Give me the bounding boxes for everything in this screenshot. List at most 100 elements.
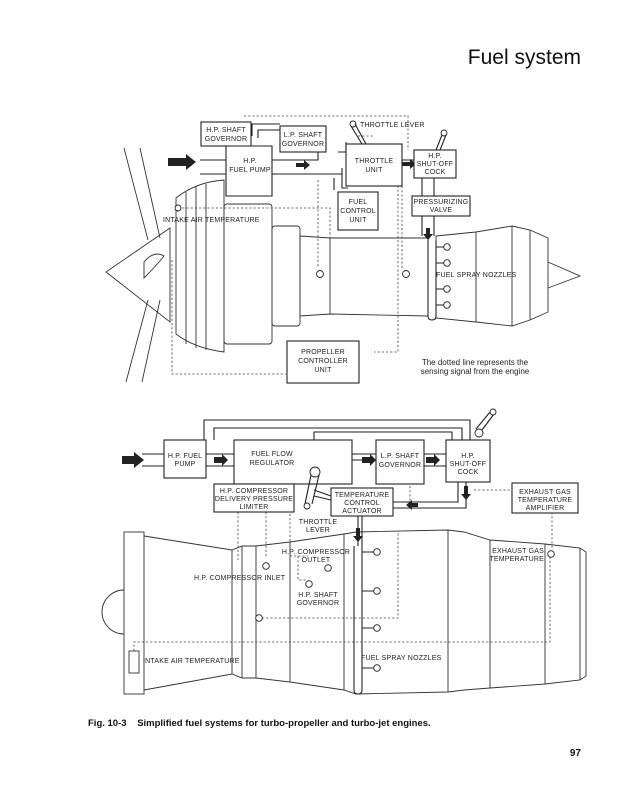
fuel-flow-regulator-label-1: FUEL FLOW (251, 451, 293, 458)
shut-off-cock-lever-icon (435, 129, 448, 151)
flow-arrow (402, 159, 416, 169)
temperature-control-actuator-box: TEMPERATURE CONTROL ACTUATOR (330, 487, 394, 517)
fuel-spray-nozzles-label: FUEL SPRAY NOZZLES (436, 272, 517, 279)
turboprop-engine-outline (105, 147, 582, 383)
flow-arrow (214, 454, 228, 466)
hp-compressor-outlet-sensor (324, 564, 332, 572)
tj-egt-label-1: EXHAUST GAS (492, 548, 544, 555)
throttle-unit-box: THROTTLE UNIT (345, 143, 403, 187)
turboprop-diagram: H.P. SHAFT GOVERNOR L.P. SHAFT GOVERNOR … (105, 115, 582, 384)
pressurizing-valve-label-1: PRESSURIZING (414, 199, 469, 206)
tj-throttle-lever-label-2: LEVER (306, 527, 330, 534)
intake-air-temperature-sensor (174, 204, 182, 212)
fuel-control-unit-label-3: UNIT (349, 217, 367, 224)
tj-hp-shut-off-cock-box: H.P. SHUT-OFF COCK (445, 439, 491, 483)
hp-cdp-limiter-label-3: LIMITER (239, 504, 268, 511)
sensor-point (402, 270, 410, 278)
turboprop-sensing-lines (171, 115, 409, 375)
pressurizing-valve-label-2: VALVE (430, 207, 453, 214)
flow-arrow (423, 228, 433, 240)
tca-label-3: ACTUATOR (342, 508, 381, 515)
tj-hp-fuel-pump-label-2: PUMP (174, 461, 195, 468)
hp-compressor-outlet-label-1: H.P. COMPRESSOR (282, 549, 350, 556)
sensing-note-line-2: sensing signal from the engine (421, 367, 530, 376)
hp-fuel-pump-label-1: H.P. (243, 158, 257, 165)
lp-shaft-governor-label-1: L.P. SHAFT (284, 132, 323, 139)
fuel-control-unit-box: FUEL CONTROL UNIT (337, 191, 379, 231)
tj-lp-shaft-governor-label-1: L.P. SHAFT (381, 453, 420, 460)
egt-amplifier-label-1: EXHAUST GAS (519, 489, 571, 496)
egt-amplifier-label-3: AMPLIFIER (526, 505, 565, 512)
sensor-point (255, 614, 263, 622)
tj-intake-air-temperature-label: INTAKE AIR TEMPERATURE (143, 658, 240, 665)
hp-cdp-limiter-label-2: DELIVERY PRESSURE (215, 496, 293, 503)
tj-hp-fuel-pump-label-1: H.P. FUEL (168, 453, 202, 460)
fuel-flow-regulator-label-2: REGULATOR (250, 460, 295, 467)
hp-cdp-limiter-label-1: H.P. COMPRESSOR (220, 488, 288, 495)
propeller-controller-unit-box: PROPELLER CONTROLLER UNIT (286, 340, 360, 384)
pressurizing-valve-box: PRESSURIZING VALVE (411, 195, 471, 217)
egt-amplifier-label-2: TEMPERATURE (518, 497, 573, 504)
hp-shut-off-cock-label-1: H.P. (428, 153, 442, 160)
throttle-unit-label-2: UNIT (365, 167, 383, 174)
hp-compressor-outlet-label-2: OUTLET (302, 557, 331, 564)
tj-hp-shut-off-cock-label-2: SHUT-OFF (450, 461, 487, 468)
hp-compressor-delivery-pressure-limiter-box: H.P. COMPRESSOR DELIVERY PRESSURE LIMITE… (213, 483, 295, 513)
lp-shaft-governor-box: L.P. SHAFT GOVERNOR (279, 125, 327, 153)
sensing-note-line-1: The dotted line represents the (422, 358, 529, 367)
propeller-controller-unit-label-2: CONTROLLER (298, 358, 348, 365)
figure-caption: Fig. 10-3 Simplified fuel systems for tu… (88, 718, 431, 729)
tj-lp-shaft-governor-box: L.P. SHAFT GOVERNOR (375, 439, 425, 485)
hp-shut-off-cock-label-3: COCK (424, 169, 445, 176)
hp-shut-off-cock-box: H.P. SHUT-OFF COCK (413, 149, 457, 179)
tj-egt-label-2: TEMPERATURE (489, 556, 544, 563)
hp-compressor-inlet-sensor (262, 562, 270, 570)
fuel-control-unit-label-2: CONTROL (340, 208, 376, 215)
fuel-control-unit-label-1: FUEL (349, 199, 368, 206)
sensor-point (316, 270, 324, 278)
throttle-unit-label-1: THROTTLE (355, 158, 394, 165)
hp-shaft-governor-box: H.P. SHAFT GOVERNOR (200, 121, 252, 147)
tj-shut-off-cock-lever-icon (474, 408, 497, 438)
hp-compressor-inlet-label: H.P. COMPRESSOR INLET (194, 575, 286, 582)
propeller-controller-unit-label-3: UNIT (314, 367, 332, 374)
throttle-lever-icon (349, 120, 367, 145)
tca-label-1: TEMPERATURE (335, 492, 390, 499)
flow-arrow (406, 500, 418, 510)
exhaust-gas-temperature-sensor (547, 550, 555, 558)
tj-hp-fuel-pump-box: H.P. FUEL PUMP (163, 439, 207, 479)
turbojet-engine-outline (101, 529, 587, 695)
hp-fuel-pump-label-2: FUEL PUMP (229, 167, 271, 174)
tj-hp-shut-off-cock-label-3: COCK (457, 469, 478, 476)
exhaust-gas-temperature-amplifier-box: EXHAUST GAS TEMPERATURE AMPLIFIER (511, 482, 579, 514)
flow-arrow (362, 454, 376, 466)
hp-fuel-pump-box: H.P. FUEL PUMP (225, 145, 273, 197)
fuel-inlet-arrow (168, 154, 196, 170)
figure-number: Fig. 10-3 (88, 718, 127, 729)
figure-caption-text: Simplified fuel systems for turbo-propel… (137, 718, 431, 729)
fuel-spray-nozzles (436, 243, 451, 309)
tj-hp-shaft-governor-label-2: GOVERNOR (297, 600, 339, 607)
fuel-flow-regulator-box: FUEL FLOW REGULATOR (233, 439, 353, 485)
flow-arrow (461, 486, 471, 500)
intake-air-temperature-label: INTAKE AIR TEMPERATURE (163, 217, 260, 224)
hp-shaft-governor-label-2: GOVERNOR (205, 136, 247, 143)
hp-shaft-governor-label-1: H.P. SHAFT (206, 127, 246, 134)
tj-throttle-lever-icon (303, 466, 332, 510)
page-number: 97 (569, 748, 581, 759)
propeller-controller-unit-label-1: PROPELLER (301, 349, 345, 356)
flow-arrow (296, 160, 310, 170)
throttle-lever-label: THROTTLE LEVER (360, 122, 425, 129)
flow-arrow (353, 528, 363, 542)
tca-label-2: CONTROL (344, 500, 380, 507)
tj-hp-shaft-governor-label-1: H.P. SHAFT (298, 592, 338, 599)
tj-fuel-spray-nozzles-label: FUEL SPRAY NOZZLES (361, 655, 442, 662)
fuel-inlet-arrow (122, 452, 144, 468)
turbojet-diagram: H.P. FUEL PUMP FUEL FLOW REGULATOR L.P. … (101, 408, 587, 695)
tj-fuel-spray-nozzles (362, 548, 381, 672)
flow-arrow (426, 454, 440, 466)
tj-lp-shaft-governor-label-2: GOVERNOR (379, 462, 421, 469)
page-title: Fuel system (467, 46, 581, 69)
hp-shaft-governor-sensor (305, 580, 313, 588)
tj-hp-shut-off-cock-label-1: H.P. (461, 453, 475, 460)
